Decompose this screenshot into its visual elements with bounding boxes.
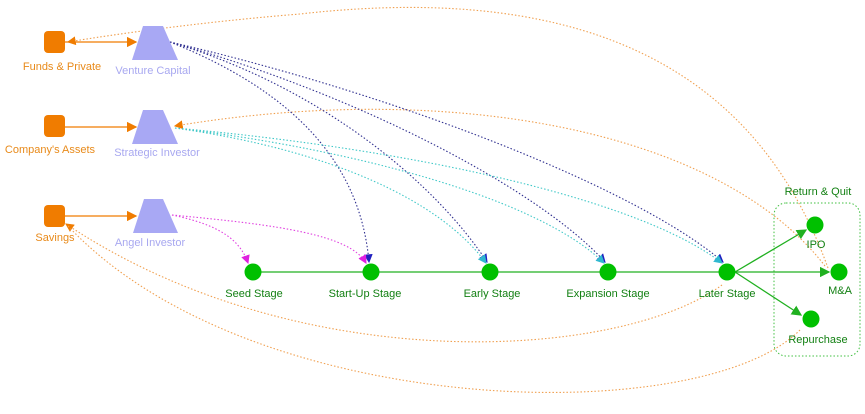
source-label: Company's Assets [5, 144, 96, 156]
exit-ma[interactable]: M&A [828, 263, 853, 298]
investor-strategic-investor[interactable]: Strategic Investor [114, 110, 200, 159]
stage-expansion[interactable]: Expansion Stage [566, 263, 650, 301]
stage-label: Start-Up Stage [329, 288, 402, 300]
vc-to-early [169, 41, 488, 263]
source-funds-private[interactable]: Funds & Private [23, 31, 101, 73]
exit-repurchase[interactable]: Repurchase [788, 310, 848, 347]
exit-ipo[interactable]: IPO [806, 216, 826, 252]
return-link-ma-to-funds [66, 7, 829, 269]
stage-label: Expansion Stage [566, 288, 649, 300]
investor-label: Strategic Investor [114, 147, 200, 159]
strategic-links [174, 127, 723, 264]
exit-arrows [734, 229, 831, 316]
investor-angel-investor[interactable]: Angel Investor [115, 199, 186, 249]
venture-links [169, 41, 724, 264]
stage-label: Seed Stage [225, 288, 283, 300]
exit-label: M&A [828, 285, 853, 297]
angel-links [171, 214, 367, 265]
source-savings[interactable]: Savings [35, 205, 75, 244]
return-link-ma-to-strategic [173, 108, 826, 267]
source-label: Funds & Private [23, 61, 101, 73]
stage-start-up[interactable]: Start-Up Stage [329, 263, 402, 301]
source-companys-assets[interactable]: Company's Assets [5, 115, 96, 156]
source-label: Savings [35, 232, 75, 244]
stage-label: Early Stage [464, 288, 521, 300]
stage-later[interactable]: Later Stage [699, 263, 756, 301]
stage-label: Later Stage [699, 288, 756, 300]
investor-label: Angel Investor [115, 237, 186, 249]
return-link-repurchase-to-savings [67, 225, 801, 394]
investor-label: Venture Capital [115, 65, 190, 77]
vc-to-expansion [169, 41, 606, 263]
vc-to-later [169, 41, 724, 263]
stage-seed[interactable]: Seed Stage [225, 263, 283, 301]
return-quit-group: Return & Quit [773, 186, 861, 357]
si-to-later [174, 127, 723, 264]
exit-label: Repurchase [788, 334, 847, 346]
exit-label: IPO [807, 239, 826, 251]
group-title: Return & Quit [785, 186, 852, 198]
si-to-expansion [174, 127, 605, 264]
investor-venture-capital[interactable]: Venture Capital [115, 26, 191, 77]
angel-to-startup [171, 214, 367, 264]
stage-early[interactable]: Early Stage [464, 263, 521, 301]
angel-to-seed [171, 214, 250, 265]
vc-to-startup [169, 41, 373, 264]
si-to-early [174, 127, 487, 264]
